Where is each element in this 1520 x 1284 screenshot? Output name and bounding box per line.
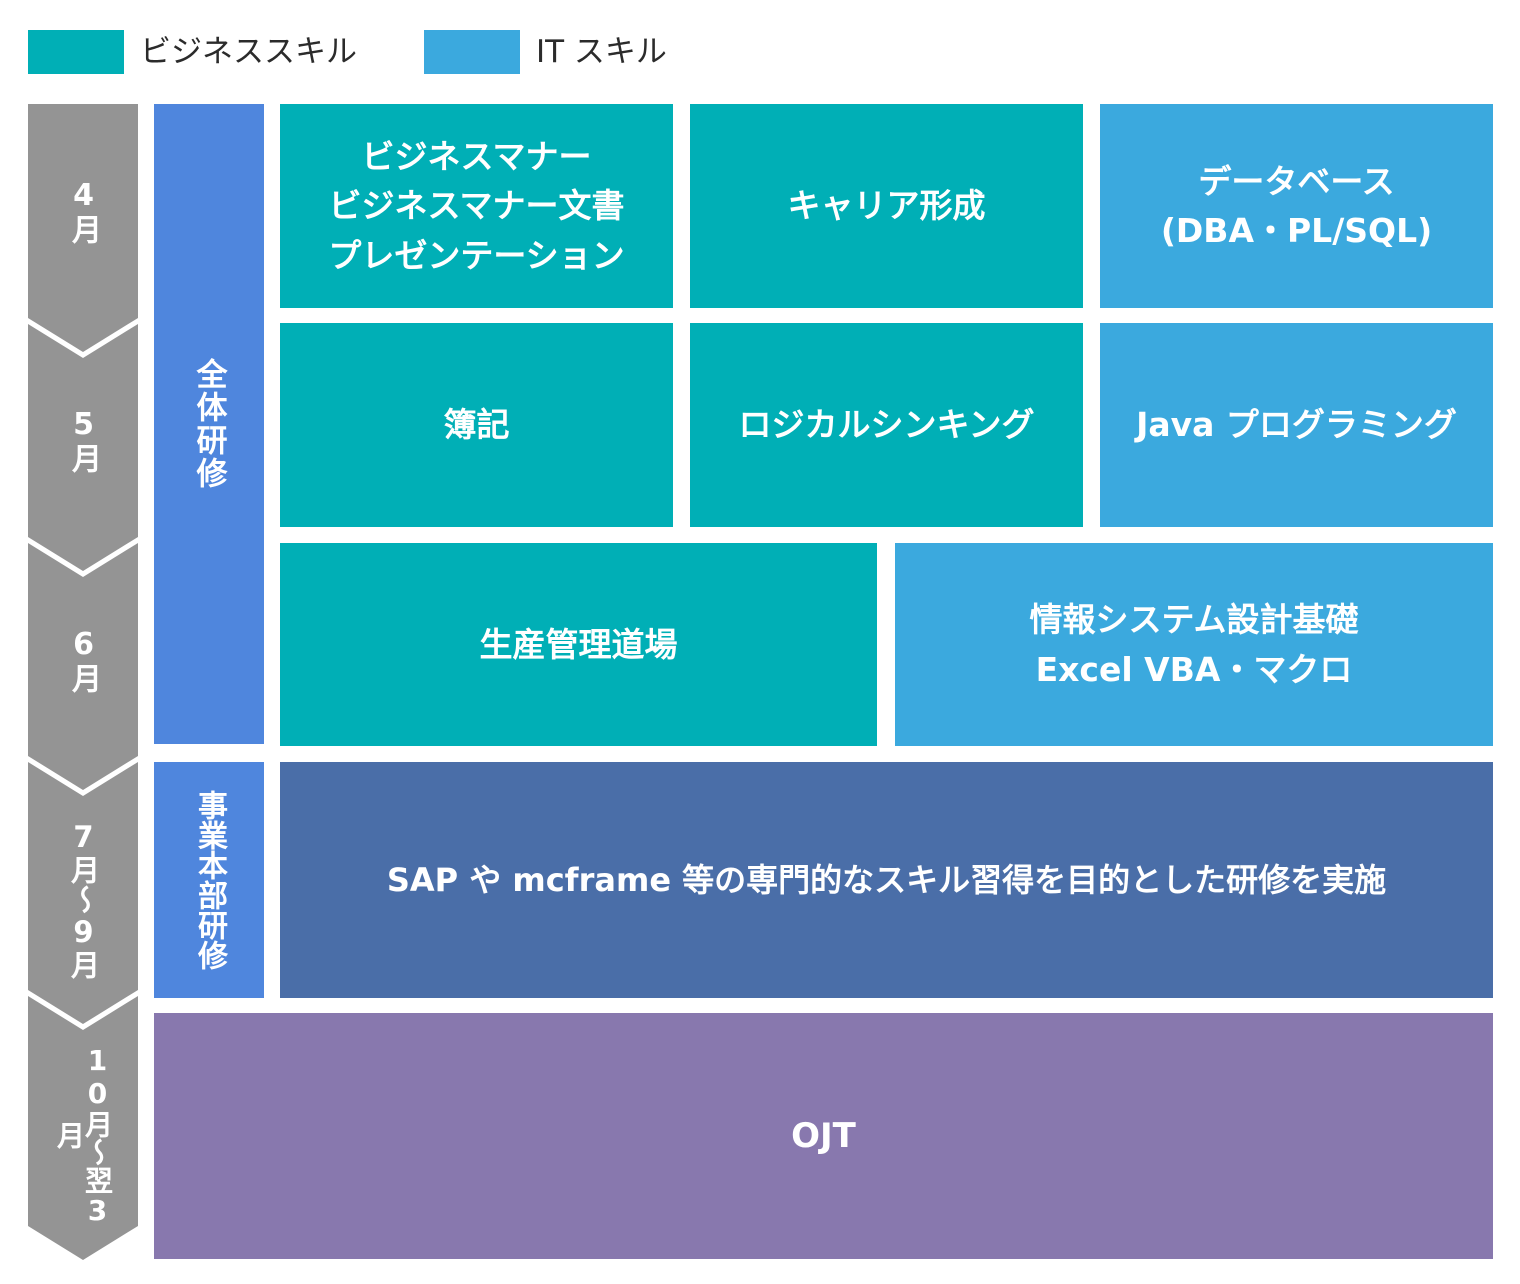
block-line: 生産管理道場 — [479, 624, 678, 664]
block-line: (DBA・PL/SQL) — [1160, 211, 1433, 250]
block-line: ビジネスマナー — [361, 136, 592, 176]
block-line: キャリア形成 — [787, 186, 986, 226]
block-line: SAP や mcframe 等の専門的なスキル習得を目的とした研修を実施 — [386, 861, 1387, 899]
block-line: ロジカルシンキング — [738, 405, 1035, 445]
block-line: Excel VBA・マクロ — [1035, 649, 1353, 689]
timeline-segment-10-3 — [28, 996, 138, 1260]
block-career: キャリア形成 — [690, 104, 1083, 308]
block-java-programming: Java プログラミング — [1100, 323, 1493, 527]
timeline-segment-5 — [28, 324, 138, 571]
stage-division-training: 事業本部研修 — [154, 762, 264, 998]
legend-swatch-it — [424, 30, 520, 74]
timeline-segment-4 — [28, 104, 138, 352]
block-business-manner: ビジネスマナー ビジネスマナー文書 プレゼンテーション — [280, 104, 673, 308]
block-line: データベース — [1198, 161, 1395, 201]
block-line: 簿記 — [443, 405, 510, 445]
month-label-october-march: 10月～翌3月 — [53, 1043, 114, 1227]
block-line: 情報システム設計基礎 — [1029, 600, 1359, 639]
stage-overall-training: 全体研修 — [154, 104, 264, 744]
month-label-may: 5月 — [66, 406, 101, 474]
block-line: プレゼンテーション — [328, 235, 625, 275]
month-label-june: 6月 — [66, 626, 101, 694]
block-line: ビジネスマナー文書 — [328, 186, 625, 226]
block-database: データベース (DBA・PL/SQL) — [1100, 104, 1493, 308]
timeline-segment-7-9 — [28, 762, 138, 1024]
month-label-april: 4月 — [66, 177, 101, 245]
block-production-dojo: 生産管理道場 — [280, 543, 877, 746]
timeline-segment-6 — [28, 543, 138, 790]
legend-label-business: ビジネススキル — [140, 34, 357, 70]
block-line: OJT — [791, 1115, 856, 1156]
legend-label-it: IT スキル — [536, 34, 667, 70]
block-division-specialist: SAP や mcframe 等の専門的なスキル習得を目的とした研修を実施 — [280, 762, 1493, 998]
legend-swatch-business — [28, 30, 124, 74]
block-ojt: OJT — [154, 1013, 1493, 1259]
block-info-system: 情報システム設計基礎 Excel VBA・マクロ — [895, 543, 1493, 746]
timeline-arrow — [28, 104, 138, 1260]
month-label-july-september: 7月～9月 — [66, 820, 101, 980]
block-line: Java プログラミング — [1136, 405, 1457, 445]
block-bookkeeping: 簿記 — [280, 323, 673, 527]
block-logical-thinking: ロジカルシンキング — [690, 323, 1083, 527]
